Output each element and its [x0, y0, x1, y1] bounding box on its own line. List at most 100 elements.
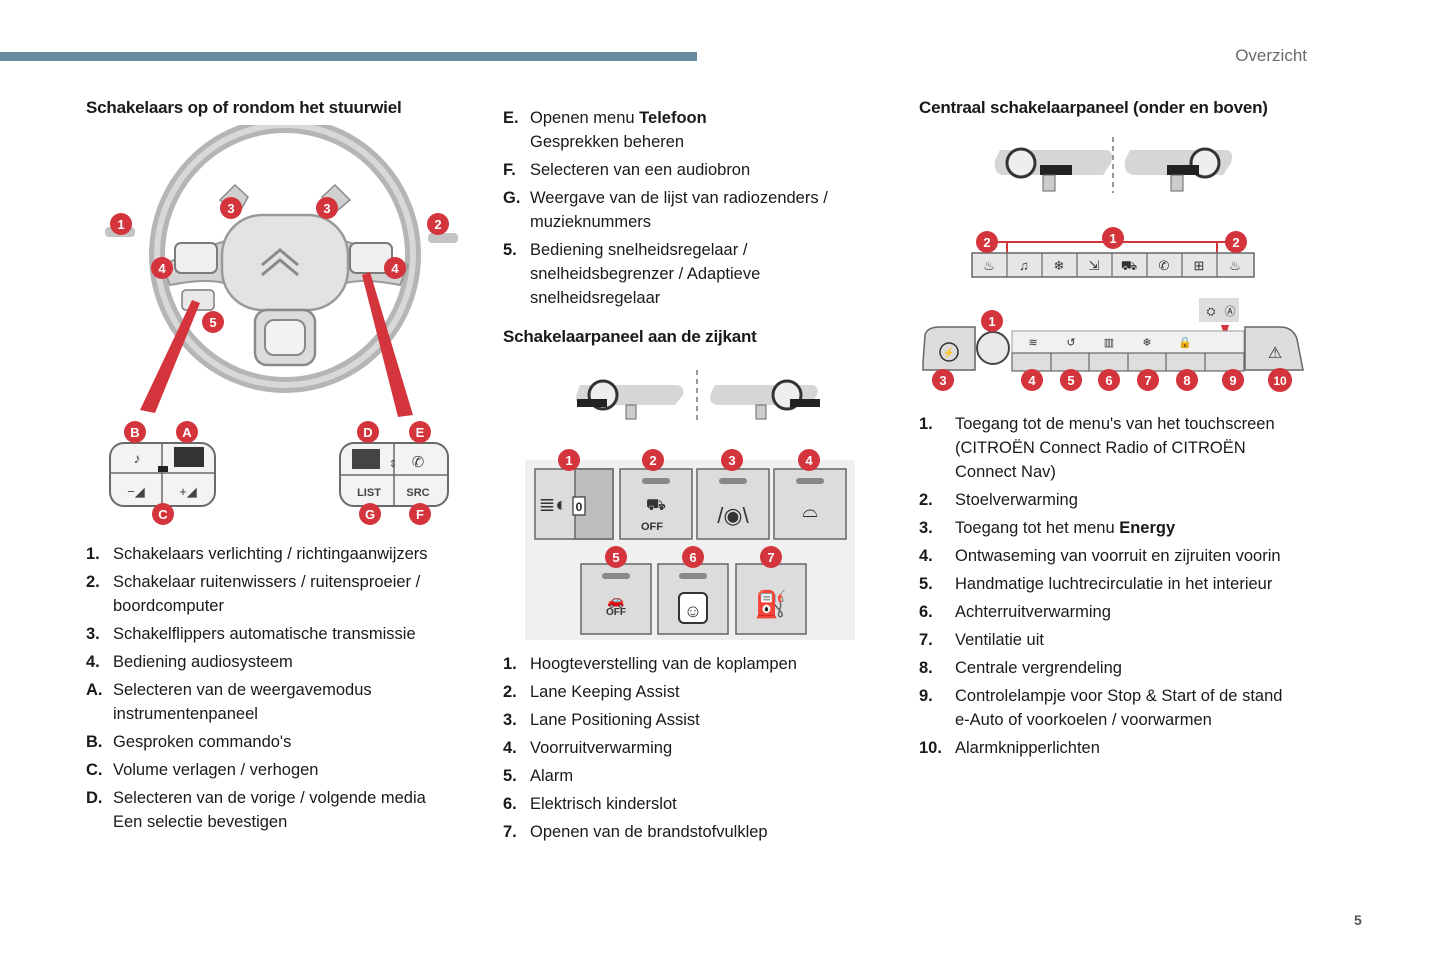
- side-panel-diagram: ≣◐ 0 ⛟ OFF /◉\ ⌓ 🚗 OFF ☺ ⛽ 1 2 3 4 5 6 7: [525, 370, 855, 640]
- list-item: 4.Voorruitverwarming: [503, 739, 673, 757]
- center-callout-8: 8: [1183, 373, 1190, 388]
- svg-text:⛭: ⛭: [1207, 306, 1216, 318]
- callout-a: A: [182, 425, 192, 440]
- center-callout-2-right: 2: [1232, 235, 1239, 250]
- center-callout-6: 6: [1105, 373, 1112, 388]
- list-item: 7.Openen van de brandstofvulklep: [503, 823, 768, 841]
- svg-text:🔒: 🔒: [1178, 336, 1192, 349]
- list-item: 4.Bediening audiosysteem: [86, 653, 293, 671]
- side-callout-7: 7: [767, 550, 774, 565]
- list-item: 1.Schakelaars verlichting / richtingaanw…: [86, 545, 428, 563]
- list-item: A.Selecteren van de weergavemodus instru…: [86, 681, 372, 723]
- callout-1: 1: [117, 217, 124, 232]
- side-callout-2: 2: [649, 453, 656, 468]
- svg-text:⚡: ⚡: [943, 346, 955, 359]
- callout-b: B: [130, 425, 139, 440]
- callout-4-left: 4: [158, 261, 166, 276]
- accent-bar: [0, 52, 697, 61]
- svg-text:⇕: ⇕: [389, 459, 397, 470]
- heading-side-panel: Schakelaarpaneel aan de zijkant: [503, 327, 757, 346]
- callout-3-left: 3: [227, 201, 234, 216]
- svg-text:↺: ↺: [1066, 337, 1075, 349]
- svg-text:❄: ❄: [1142, 337, 1151, 349]
- side-callout-3: 3: [728, 453, 735, 468]
- svg-text:≣◐: ≣◐: [539, 494, 568, 516]
- svg-text:/◉\: /◉\: [717, 503, 749, 528]
- list-item: 5.Handmatige luchtrecirculatie in het in…: [919, 575, 1273, 593]
- list-item: B.Gesproken commando's: [86, 733, 292, 751]
- list-item: F.Selecteren van een audiobron: [503, 161, 751, 179]
- heading-steering-wheel: Schakelaars op of rondom het stuurwiel: [86, 98, 402, 117]
- steering-wheel-diagram: ♪ −◢ +◢ ⇕ ✆ LIST SRC 1 2 3 3 4 4 5 A B C…: [105, 125, 458, 525]
- svg-text:OFF: OFF: [606, 607, 626, 618]
- list-item: 8.Centrale vergrendeling: [919, 659, 1122, 677]
- svg-text:⛽: ⛽: [755, 589, 787, 619]
- callout-4-right: 4: [391, 261, 399, 276]
- list-item: 2.Lane Keeping Assist: [503, 683, 680, 701]
- center-callout-2-left: 2: [983, 235, 990, 250]
- list-item: 7.Ventilatie uit: [919, 631, 1044, 649]
- svg-text:✆: ✆: [412, 454, 425, 471]
- center-callout-4: 4: [1028, 373, 1036, 388]
- list-item: 9.Controlelampje voor Stop & Start of de…: [919, 687, 1283, 729]
- list-item: 2.Schakelaar ruitenwissers / ruitensproe…: [86, 573, 421, 615]
- center-callout-7: 7: [1144, 373, 1151, 388]
- list-side-panel: 1.Hoogteverstelling van de koplampen 2.L…: [503, 652, 853, 848]
- list-item: 6.Achterruitverwarming: [919, 603, 1111, 621]
- svg-text:⌓: ⌓: [802, 500, 818, 522]
- list-item: G.Weergave van de lijst van radiozenders…: [503, 189, 828, 231]
- src-label: SRC: [406, 487, 429, 499]
- svg-text:♨: ♨: [1229, 258, 1241, 273]
- svg-text:⚠: ⚠: [1268, 345, 1282, 362]
- svg-text:♨: ♨: [983, 258, 995, 273]
- svg-text:−◢: −◢: [127, 484, 145, 499]
- center-callout-5: 5: [1067, 373, 1074, 388]
- callout-g: G: [365, 507, 375, 522]
- side-callout-5: 5: [612, 550, 619, 565]
- center-callout-1-top: 1: [1109, 231, 1116, 246]
- side-callout-4: 4: [805, 453, 813, 468]
- list-item: 3.Schakelflippers automatische transmiss…: [86, 625, 416, 643]
- list-item: 5.Bediening snelheidsregelaar / snelheid…: [503, 241, 761, 307]
- off-label-lka: OFF: [641, 521, 663, 533]
- list-label: LIST: [357, 487, 381, 499]
- list-item: 5.Alarm: [503, 767, 574, 785]
- center-callout-3: 3: [939, 373, 946, 388]
- svg-text:✆: ✆: [1159, 258, 1170, 273]
- svg-text:+◢: +◢: [179, 484, 197, 499]
- list-item: 2.Stoelverwarming: [919, 491, 1078, 509]
- svg-text:♫: ♫: [1019, 258, 1029, 273]
- list-item: 6.Elektrisch kinderslot: [503, 795, 677, 813]
- svg-text:☺: ☺: [684, 601, 702, 621]
- svg-text:⛟: ⛟: [646, 497, 666, 514]
- list-central-panel: 1.Toegang tot de menu's van het touchscr…: [919, 412, 1309, 764]
- list-item: 3.Toegang tot het menu Energy: [919, 519, 1176, 537]
- svg-text:Ⓐ: Ⓐ: [1225, 305, 1236, 318]
- svg-text:❄: ❄: [1054, 258, 1065, 273]
- svg-text:♪: ♪: [134, 450, 141, 466]
- svg-text:⊞: ⊞: [1194, 258, 1205, 273]
- svg-text:⇲: ⇲: [1089, 258, 1100, 273]
- callout-2: 2: [434, 217, 441, 232]
- list-item: 10.Alarmknipperlichten: [919, 739, 1100, 757]
- list-steering-wheel: 1.Schakelaars verlichting / richtingaanw…: [86, 542, 456, 838]
- center-callout-9: 9: [1229, 373, 1236, 388]
- callout-3-right: 3: [323, 201, 330, 216]
- side-callout-1: 1: [565, 453, 572, 468]
- page-number: 5: [1354, 912, 1362, 928]
- svg-text:⛟: ⛟: [1121, 258, 1137, 273]
- section-title: Overzicht: [1235, 46, 1307, 65]
- side-callout-6: 6: [689, 550, 696, 565]
- callout-e: E: [416, 425, 425, 440]
- list-item: C.Volume verlagen / verhogen: [86, 761, 319, 779]
- central-panel-diagram: ♨♫❄ ⇲⛟✆ ⊞♨ ⛭ Ⓐ ⚡ ≋↺▥ ❄🔒 ⚠ 2 1 2 1 3 4 5 …: [922, 137, 1304, 392]
- svg-text:≋: ≋: [1028, 337, 1037, 349]
- list-item: 3.Lane Positioning Assist: [503, 711, 700, 729]
- callout-5: 5: [209, 315, 216, 330]
- heading-central-panel: Centraal schakelaarpaneel (onder en bove…: [919, 98, 1268, 117]
- svg-text:🚗: 🚗: [607, 592, 624, 609]
- list-item: 4.Ontwaseming van voorruit en zijruiten …: [919, 547, 1281, 565]
- center-callout-10: 10: [1273, 374, 1287, 388]
